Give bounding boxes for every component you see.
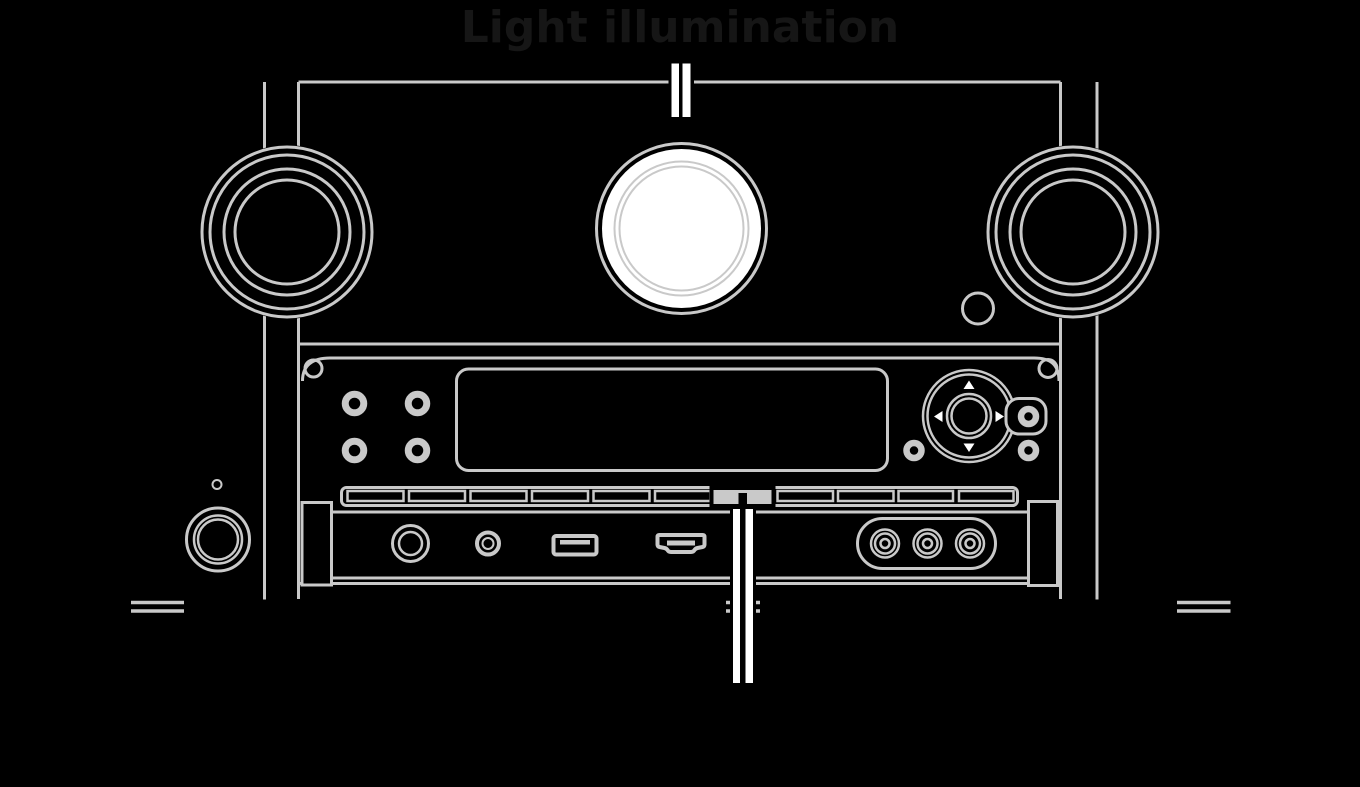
- enter-button-tab: [1004, 397, 1048, 436]
- cursor-left-icon: [934, 411, 943, 422]
- callout-line-bottom: [730, 493, 756, 684]
- small-button-right: [1017, 439, 1040, 462]
- strip-button: [836, 489, 895, 503]
- left-foot: [185, 506, 251, 573]
- strip-button: [407, 489, 467, 503]
- strip-button: [346, 489, 405, 503]
- round-button: [341, 437, 368, 464]
- hdmi-port: [655, 533, 707, 554]
- corner-screw-right-icon: [1037, 358, 1059, 379]
- left-knob: [200, 145, 374, 319]
- cursor-pad-center-ring: [945, 392, 993, 440]
- feet-and-floor: [131, 479, 1231, 613]
- round-button: [404, 437, 431, 464]
- small-button-left: [903, 439, 925, 462]
- headphone-jack: [391, 524, 430, 563]
- rca-jack: [912, 528, 943, 559]
- round-button: [404, 390, 431, 417]
- aux-outline: [856, 517, 997, 570]
- right-knob: [986, 145, 1160, 319]
- function-button-strip: [340, 486, 1019, 508]
- porthole-outer-ring: [595, 142, 768, 315]
- trim-corner-left: [301, 356, 331, 382]
- aux-input-group: [856, 517, 997, 570]
- left-foot-ring: [196, 518, 240, 561]
- center-porthole-display: [593, 140, 770, 317]
- trim-corner-right: [1033, 356, 1061, 382]
- cursor-pad-center: [950, 397, 988, 435]
- rca-jack: [869, 528, 901, 559]
- cursor-down-icon: [963, 443, 975, 452]
- left-foot-ring: [192, 514, 244, 565]
- cursor-right-icon: [995, 411, 1004, 422]
- usb-port: [551, 534, 599, 557]
- front-door: [300, 500, 1059, 587]
- door-hinge-right: [1027, 500, 1059, 587]
- round-button: [341, 390, 368, 417]
- small-round-button: [961, 291, 995, 326]
- indicator-dot: [211, 479, 223, 490]
- setup-mic-jack: [475, 530, 501, 557]
- diagram-title: Light illumination: [460, 2, 900, 53]
- strip-button: [530, 489, 590, 503]
- preset-buttons: [341, 390, 431, 464]
- enter-button: [1017, 405, 1040, 428]
- porthole-lit-face: [602, 149, 761, 308]
- strip-button: [776, 489, 835, 503]
- cursor-up-icon: [963, 380, 975, 389]
- panel-trim: [301, 356, 1061, 382]
- strip-button: [592, 489, 651, 503]
- strip-button: [469, 489, 528, 503]
- display-window: [455, 367, 889, 472]
- door-hinge-left: [300, 501, 333, 587]
- corner-screw-left-icon: [303, 358, 324, 379]
- cursor-pad: [903, 368, 1048, 464]
- rca-jack: [954, 528, 986, 559]
- strip-button: [957, 489, 1015, 503]
- callout-line-top: [668, 62, 694, 119]
- strip-button: [897, 489, 955, 503]
